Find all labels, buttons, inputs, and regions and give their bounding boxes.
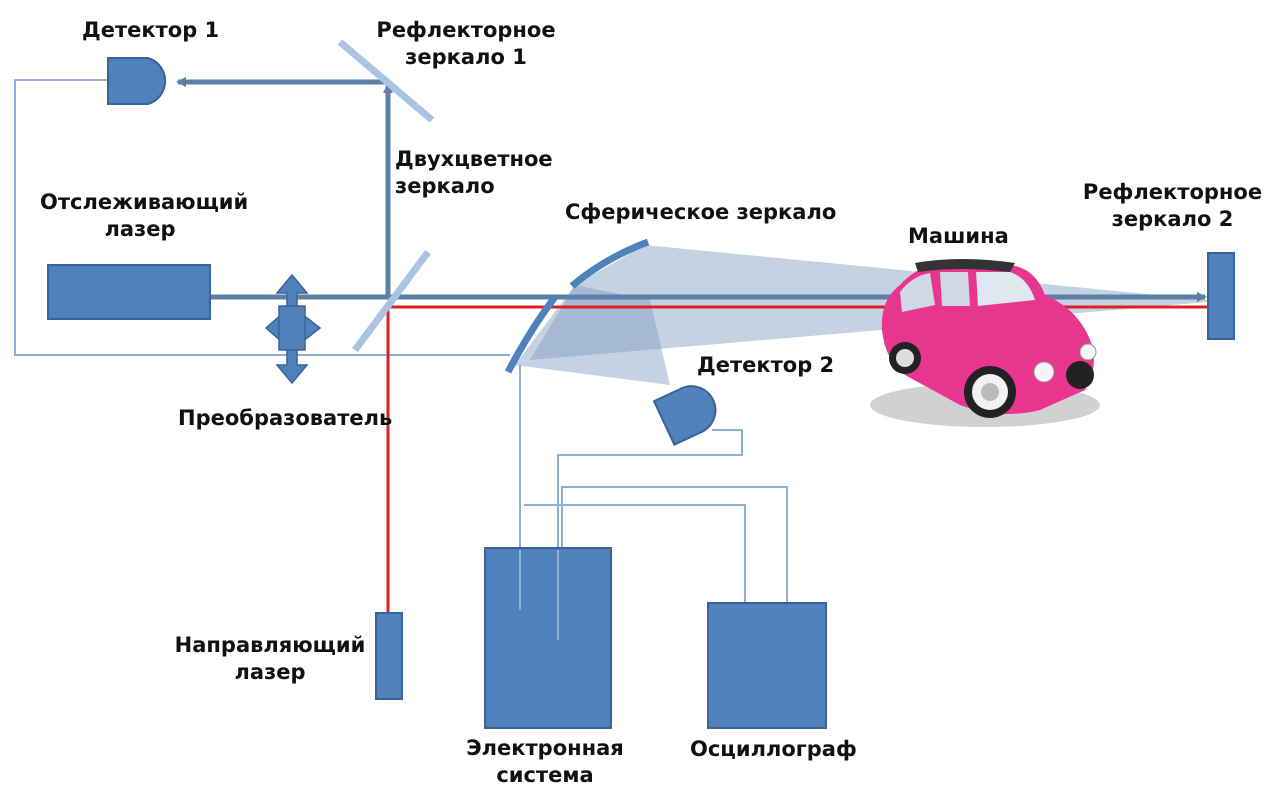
label-reflector-mirror-1-line1: Рефлекторное <box>376 18 556 42</box>
label-reflector-mirror-1-line2: зеркало 1 <box>405 45 527 69</box>
label-detector-1: Детектор 1 <box>82 18 220 42</box>
signal-wires <box>14 79 788 640</box>
label-oscilloscope: Осциллограф <box>690 737 857 761</box>
oscilloscope <box>707 602 827 729</box>
spherical-mirror-lower <box>504 294 558 374</box>
label-electronic-system-line1: Электронная <box>466 736 624 760</box>
dichroic-mirror <box>352 249 431 353</box>
label-guide-laser: Направляющий лазер <box>170 632 370 686</box>
reflector-mirror-1 <box>337 39 435 123</box>
converter <box>264 273 322 385</box>
label-electronic-system-line2: система <box>496 763 594 787</box>
detector-1 <box>107 57 167 105</box>
car-image <box>870 259 1100 427</box>
label-reflector-mirror-2-line1: Рефлекторное <box>1082 180 1263 204</box>
label-guide-laser-line1: Направляющий <box>174 633 366 657</box>
label-reflector-mirror-1: Рефлекторное зеркало 1 <box>376 17 556 71</box>
label-electronic-system: Электронная система <box>455 735 635 789</box>
detector-2 <box>652 385 717 447</box>
guide-laser <box>375 612 403 700</box>
electronic-system <box>484 547 612 729</box>
tracking-laser <box>47 264 211 320</box>
label-detector-2: Детектор 2 <box>697 353 835 377</box>
label-reflector-mirror-2: Рефлекторное зеркало 2 <box>1080 179 1265 233</box>
light-cone-to-detector2 <box>515 285 670 385</box>
label-dichroic-mirror-line2: зеркало <box>395 174 495 198</box>
label-car: Машина <box>908 224 1009 248</box>
label-guide-laser-line2: лазер <box>234 660 306 684</box>
wire-detector2-to-electronics <box>557 429 743 640</box>
tracking-beams <box>176 77 1207 302</box>
spherical-mirror-upper <box>569 238 650 289</box>
wire-detector1-loop <box>14 79 510 356</box>
label-dichroic-mirror: Двухцветное зеркало <box>395 146 553 200</box>
label-reflector-mirror-2-line2: зеркало 2 <box>1111 207 1234 231</box>
wire-electronics-to-oscilloscope-a <box>561 486 788 603</box>
label-dichroic-mirror-line1: Двухцветное <box>395 147 553 171</box>
label-tracking-laser-line1: Отслеживающий <box>40 190 249 214</box>
label-tracking-laser-line2: лазер <box>104 217 176 241</box>
label-spherical-mirror: Сферическое зеркало <box>565 200 837 224</box>
label-tracking-laser: Отслеживающий лазер <box>40 189 249 243</box>
wire-electronics-to-oscilloscope-b <box>524 504 746 603</box>
light-cone-outgoing <box>530 245 1208 360</box>
reflector-mirror-2 <box>1207 252 1235 340</box>
label-converter: Преобразователь <box>178 406 393 430</box>
